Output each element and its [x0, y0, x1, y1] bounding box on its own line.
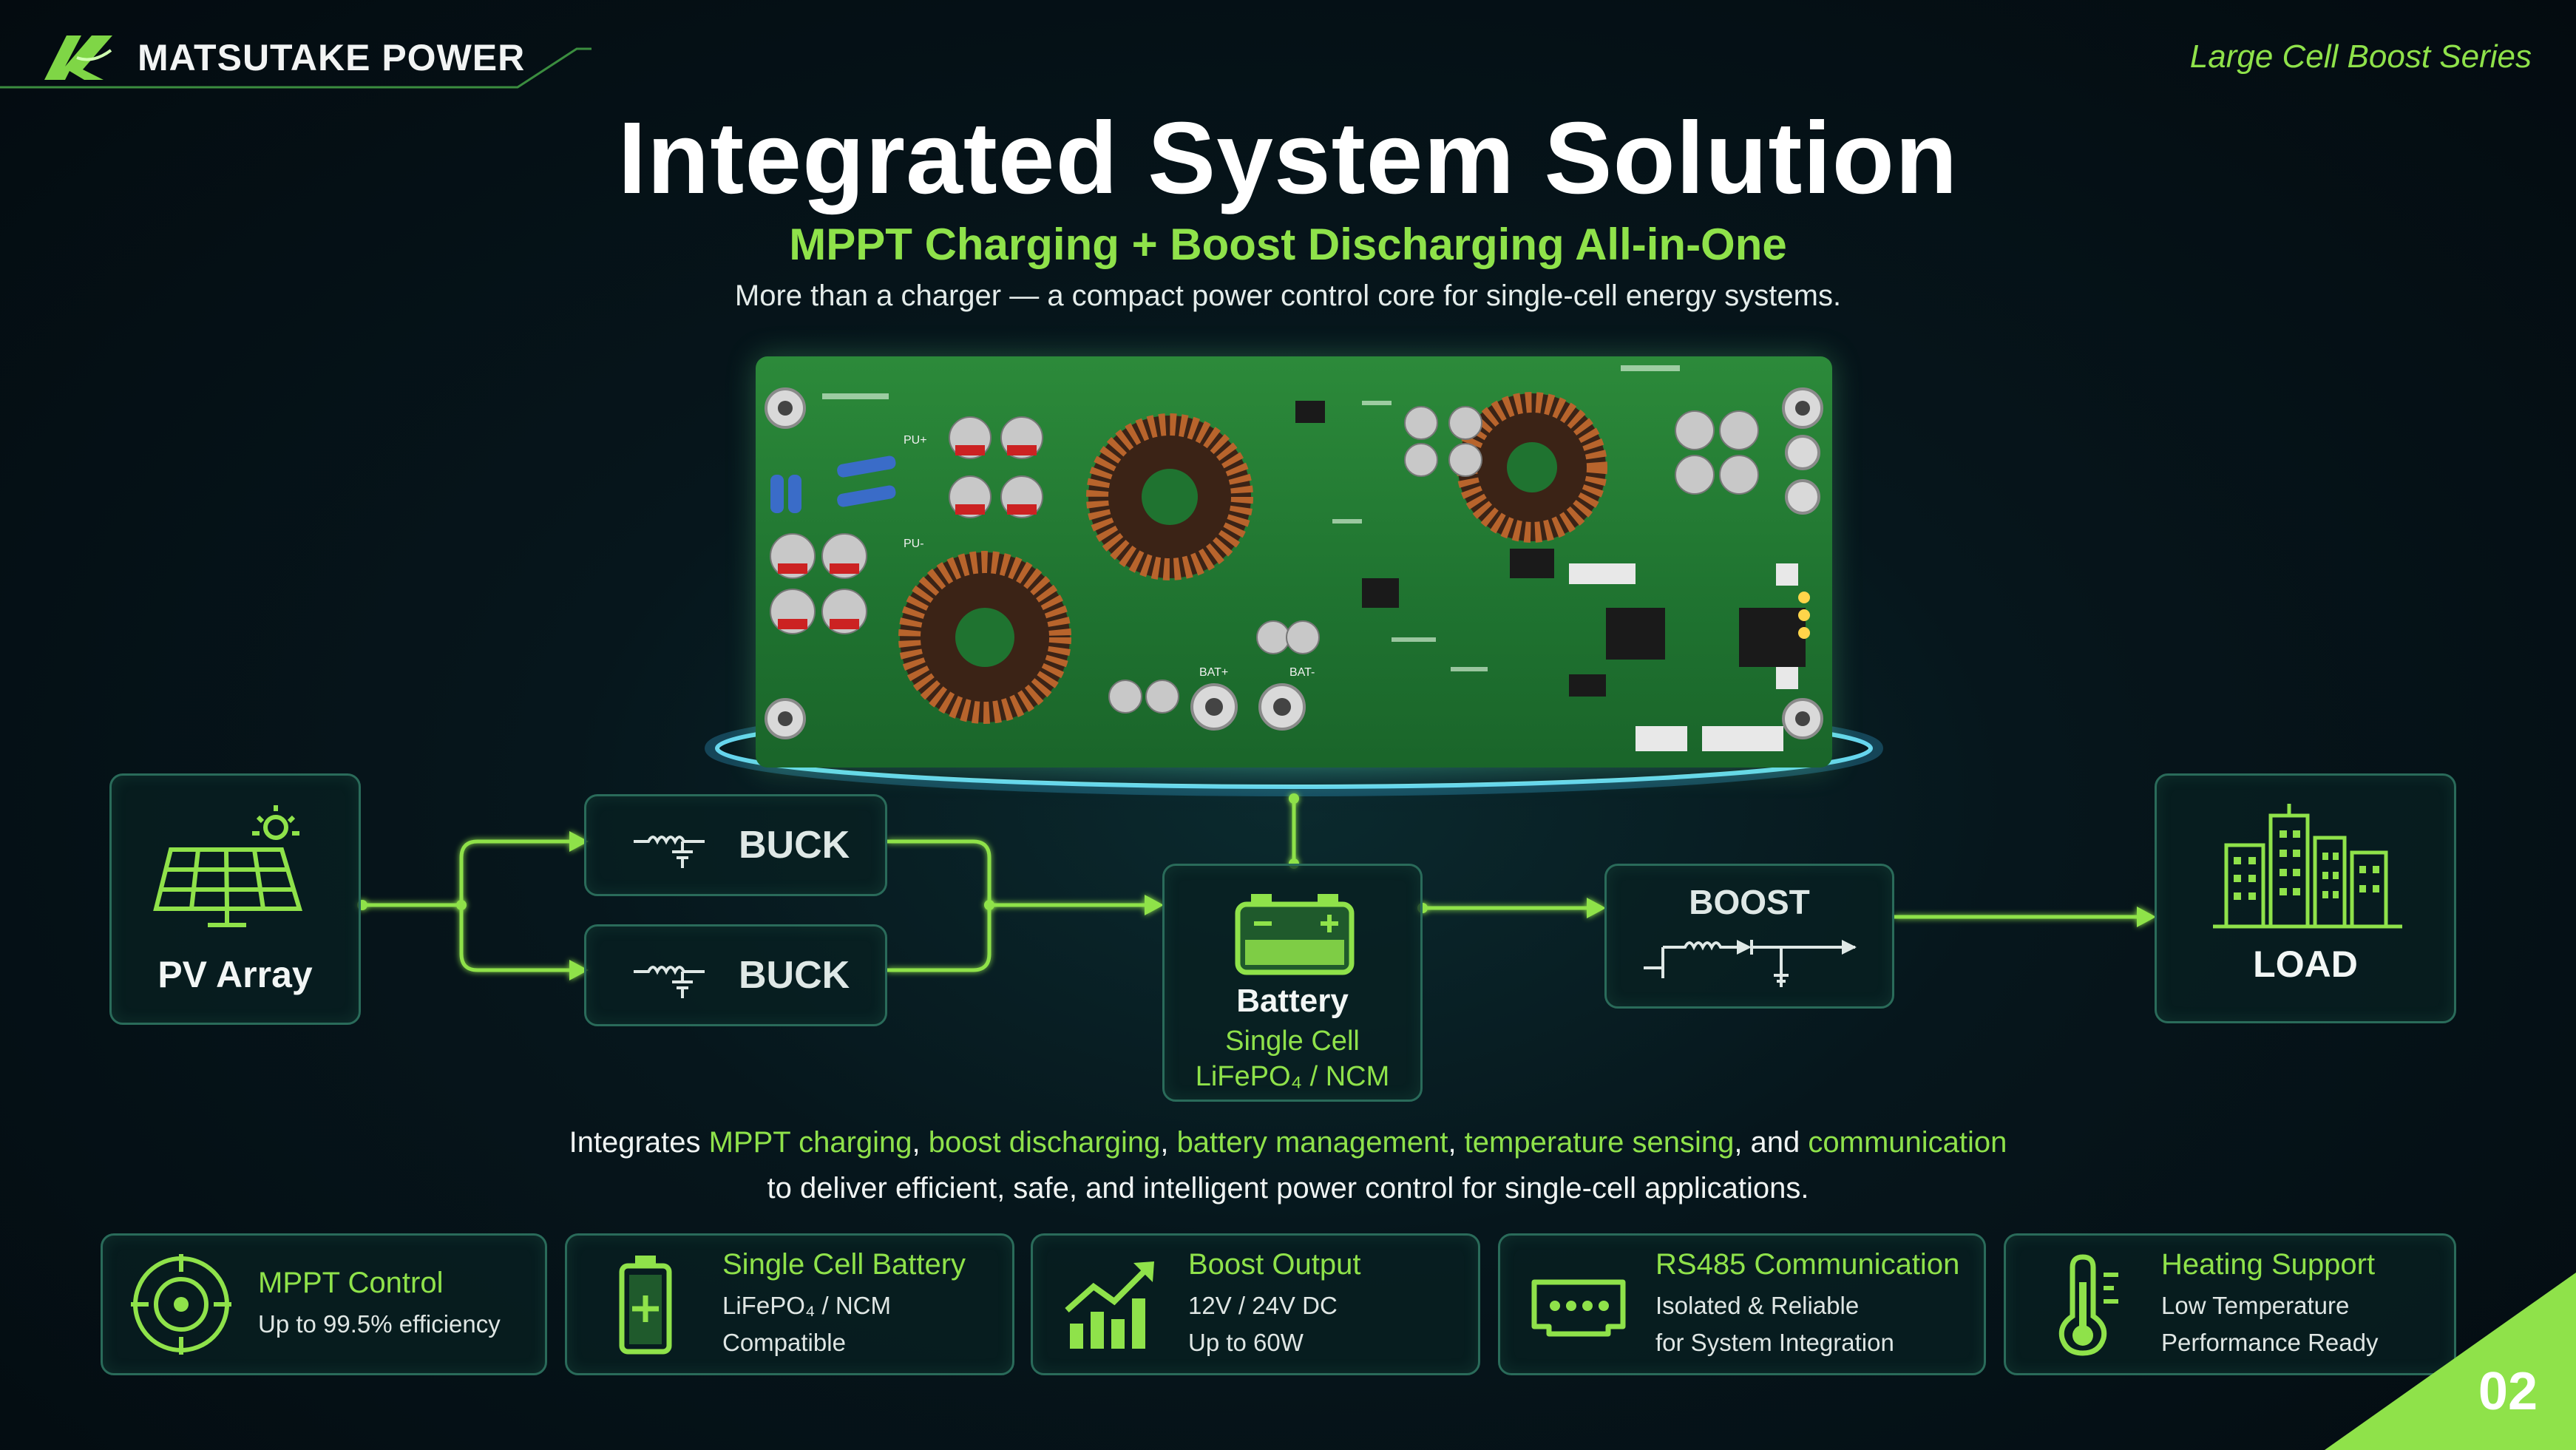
boost-converter-box: BOOST [1604, 864, 1894, 1009]
feature-detail: Isolated & Reliable [1655, 1291, 1860, 1319]
integrates-prefix: Integrates [569, 1126, 709, 1159]
series-label: Large Cell Boost Series [2189, 38, 2532, 75]
feature-detail: Up to 60W [1188, 1328, 1304, 1356]
tagline: More than a charger — a compact power co… [734, 280, 1842, 312]
feature-detail: 12V / 24V DC [1188, 1291, 1338, 1319]
battery-box: Battery Single Cell LiFePO₄ / NCM [1162, 864, 1423, 1102]
battery-icon [619, 1256, 672, 1355]
feature-title: MPPT Control [258, 1266, 444, 1299]
integrates-temperature: temperature sensing [1464, 1126, 1735, 1159]
integrates-bms: battery management [1176, 1126, 1448, 1159]
feature-card-heating: Heating Support Low Temperature Performa… [2004, 1233, 2456, 1375]
feature-detail: Performance Ready [2161, 1328, 2379, 1356]
battery-title: Battery [1236, 983, 1349, 1019]
feature-detail: for System Integration [1655, 1328, 1894, 1356]
thermometer-icon [2058, 1254, 2118, 1356]
feature-card-mppt: MPPT Control Up to 99.5% efficiency [101, 1233, 547, 1375]
integration-line-2: to deliver efficient, safe, and intellig… [767, 1172, 1809, 1205]
integrates-boost: boost discharging [928, 1126, 1161, 1159]
feature-detail: Up to 99.5% efficiency [258, 1310, 501, 1338]
page-title: Integrated System Solution [617, 101, 1959, 215]
feature-title: Boost Output [1188, 1247, 1361, 1281]
pcb-label-bat-plus: BAT+ [1199, 666, 1228, 679]
buck-label-1: BUCK [739, 824, 850, 867]
solar-panel-icon [153, 805, 303, 927]
feature-card-boost: Boost Output 12V / 24V DC Up to 60W [1031, 1233, 1480, 1375]
brand: MATSUTAKE POWER [40, 28, 525, 87]
load-label: LOAD [2253, 943, 2358, 985]
feature-title: Single Cell Battery [722, 1247, 966, 1281]
load-box: LOAD [2155, 773, 2456, 1023]
integrates-sep: , [1160, 1126, 1177, 1159]
buck-circuit-icon [634, 966, 705, 998]
boost-circuit-icon [1644, 940, 1857, 987]
pcb-board-image: PU+ PU- BAT+ BAT- [756, 356, 1832, 768]
battery-cell-type: Single Cell [1225, 1026, 1360, 1057]
feature-detail: Low Temperature [2161, 1291, 2350, 1319]
feature-card-rs485: RS485 Communication Isolated & Reliable … [1498, 1233, 1986, 1375]
connector-icon [1531, 1279, 1626, 1337]
pcb-label-bat-minus: BAT- [1289, 666, 1315, 679]
buck-label-2: BUCK [739, 954, 850, 997]
buck-circuit-icon [634, 836, 705, 868]
integrates-mppt: MPPT charging [708, 1126, 912, 1159]
header-accent-line [0, 47, 592, 89]
battery-chemistry: LiFePO₄ / NCM [1195, 1061, 1390, 1092]
battery-icon [1235, 894, 1355, 975]
integration-line-1: Integrates MPPT charging, boost discharg… [0, 1119, 2576, 1165]
boost-label: BOOST [1689, 883, 1810, 921]
feature-title: Heating Support [2161, 1247, 2376, 1281]
buck-converter-2: BUCK [584, 924, 887, 1026]
brand-name: MATSUTAKE POWER [138, 37, 526, 78]
integration-summary: Integrates MPPT charging, boost discharg… [0, 1119, 2576, 1211]
pcb-label-pu-minus: PU- [904, 538, 924, 550]
buck-converter-1: BUCK [584, 794, 887, 896]
target-icon [131, 1254, 231, 1355]
page-subtitle: MPPT Charging + Boost Discharging All-in… [789, 220, 1787, 269]
feature-title: RS485 Communication [1655, 1247, 1960, 1281]
integrates-communication: communication [1808, 1126, 2007, 1159]
feature-card-battery: Single Cell Battery LiFePO₄ / NCM Compat… [565, 1233, 1014, 1375]
integrates-sep: , and [1734, 1126, 1809, 1159]
pv-array-label: PV Array [157, 954, 313, 995]
pcb-label-pu-plus: PU+ [904, 434, 927, 447]
integrates-sep: , [1448, 1126, 1465, 1159]
page-number: 02 [2478, 1362, 2538, 1421]
pv-array-box: PV Array [109, 773, 361, 1025]
corner-accent [2325, 1273, 2576, 1450]
integrates-sep: , [912, 1126, 929, 1159]
growth-chart-icon [1065, 1261, 1154, 1349]
matsutake-logo-icon [44, 35, 112, 80]
city-buildings-icon [2213, 804, 2402, 929]
pcb-illustration: PU+ PU- BAT+ BAT- [765, 365, 1823, 751]
feature-detail: LiFePO₄ / NCM Compatible [722, 1291, 892, 1356]
